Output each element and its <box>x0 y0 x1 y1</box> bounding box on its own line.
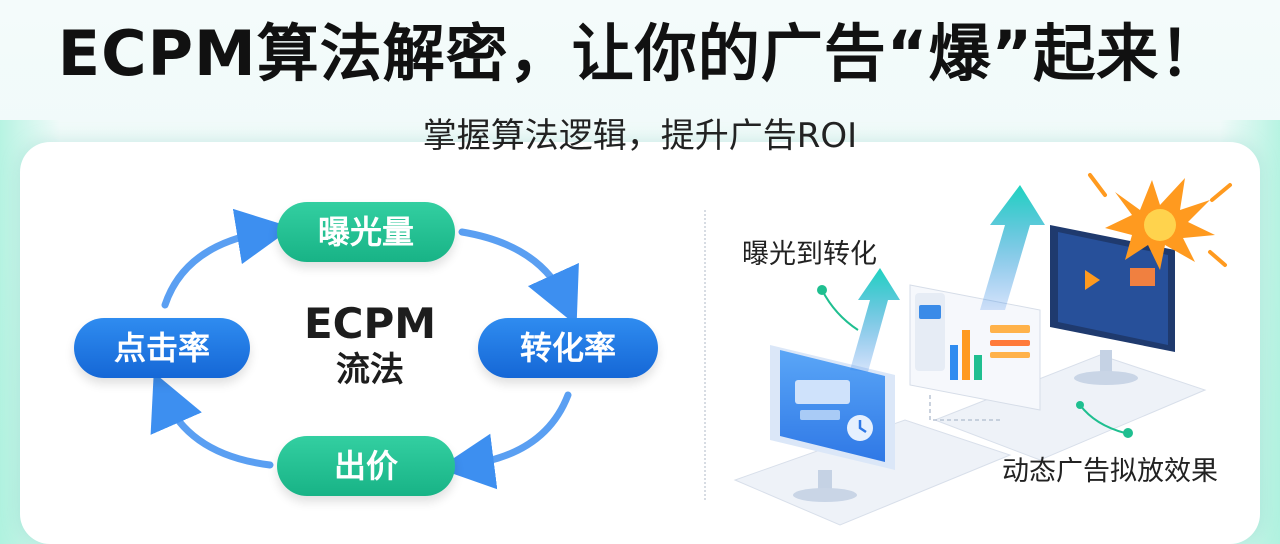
node-click-rate: 点击率 <box>74 318 250 378</box>
right-monitor <box>1050 225 1175 385</box>
floor-platform-right <box>933 354 1207 461</box>
up-arrow-small <box>850 268 900 372</box>
cycle-center-line1: ECPM <box>303 299 437 348</box>
up-arrow-large <box>980 185 1045 310</box>
arrow-right-to-bottom <box>438 391 572 490</box>
connector-dots <box>817 285 1133 438</box>
burst-icon <box>1088 173 1232 270</box>
page-subtitle: 掌握算法逻辑，提升广告ROI <box>422 116 858 156</box>
cycle-center: ECPM 流法 <box>280 300 460 392</box>
page-title: ECPM算法解密，让你的广告“爆”起来！ <box>57 17 1223 90</box>
arrow-top-to-right <box>458 228 579 326</box>
left-monitor <box>770 345 895 502</box>
arrow-left-to-top <box>161 208 293 309</box>
label-exposure-to-conversion: 曝光到转化 <box>742 239 877 270</box>
node-exposure: 曝光量 <box>277 202 455 262</box>
cycle-center-line2: 流法 <box>336 350 404 390</box>
label-dynamic-ad-effect: 动态广告拟放效果 <box>1002 456 1218 487</box>
arrow-bottom-to-left <box>150 372 274 469</box>
dashboard-panel <box>909 284 1041 411</box>
node-bid: 出价 <box>277 436 455 496</box>
section-divider <box>704 210 706 500</box>
node-conversion-rate: 转化率 <box>478 318 658 378</box>
